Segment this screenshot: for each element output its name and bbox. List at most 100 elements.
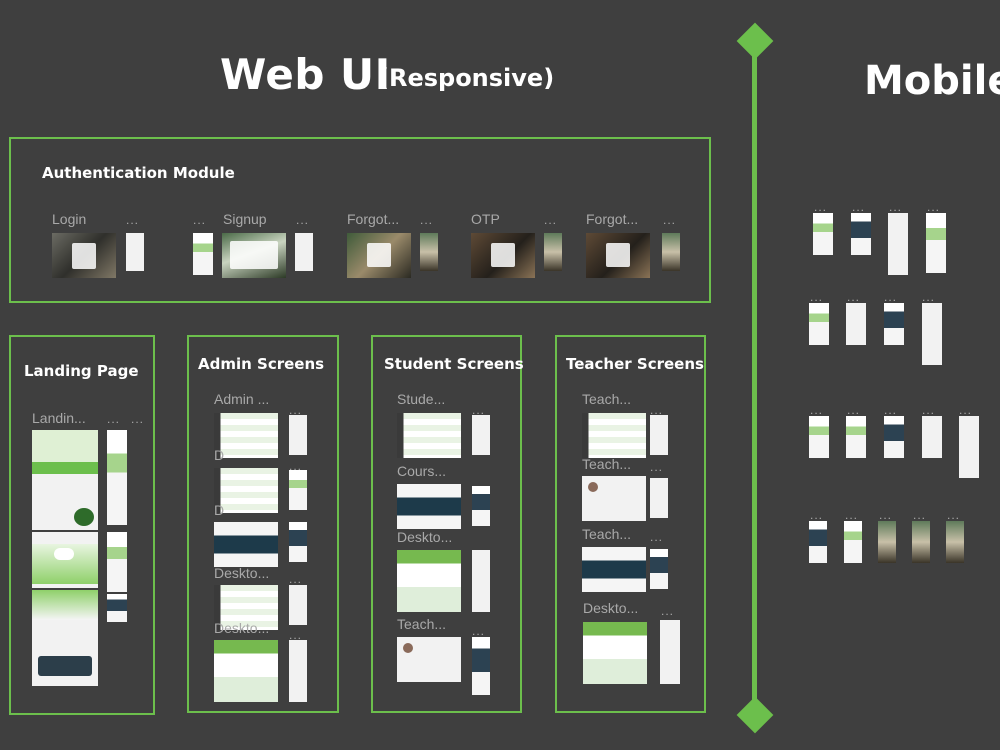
frame-label-landing[interactable]: Landin... bbox=[32, 410, 86, 426]
mobile-screen-thumbnail[interactable] bbox=[813, 213, 833, 255]
mobile-screen-thumbnail[interactable] bbox=[922, 303, 942, 365]
frame-label-more[interactable]: ... bbox=[650, 460, 664, 474]
frame-label-more[interactable]: ... bbox=[845, 508, 859, 522]
admin-reports-thumbnail[interactable] bbox=[214, 640, 278, 702]
frame-label-student[interactable]: Stude... bbox=[397, 391, 446, 407]
frame-label-more[interactable]: ... bbox=[847, 290, 861, 304]
otp-mobile-thumbnail[interactable] bbox=[544, 233, 562, 271]
student-courses-mobile-thumbnail[interactable] bbox=[472, 486, 490, 526]
frame-label-desktop-4[interactable]: Deskto... bbox=[214, 620, 270, 636]
admin-courses-mobile-thumbnail[interactable] bbox=[289, 522, 307, 562]
student-teacher-profile-mobile-thumbnail[interactable] bbox=[472, 637, 490, 695]
mobile-screen-thumbnail[interactable] bbox=[809, 303, 829, 345]
frame-label-more[interactable]: ... bbox=[661, 604, 675, 618]
frame-label-more[interactable]: ... bbox=[663, 213, 677, 227]
frame-label-forgot-password-2[interactable]: Forgot... bbox=[586, 211, 639, 227]
frame-label-admin[interactable]: Admin ... bbox=[214, 391, 270, 407]
admin-screens-section[interactable] bbox=[187, 335, 339, 713]
mobile-screen-thumbnail[interactable] bbox=[888, 213, 908, 275]
frame-label-more[interactable]: ... bbox=[810, 508, 824, 522]
landing-mobile-thumbnail[interactable] bbox=[107, 430, 127, 525]
frame-label-more[interactable]: ... bbox=[814, 200, 828, 214]
frame-label-forgot-password[interactable]: Forgot... bbox=[347, 211, 400, 227]
signup-desktop-thumbnail[interactable] bbox=[222, 233, 286, 278]
login-mobile-thumbnail[interactable] bbox=[126, 233, 144, 271]
signup-mobile-thumbnail[interactable] bbox=[193, 233, 213, 275]
teacher-grades-mobile-thumbnail[interactable] bbox=[660, 620, 680, 684]
landing-mobile-thumbnail-2[interactable] bbox=[107, 532, 127, 592]
teacher-dashboard-mobile-thumbnail[interactable] bbox=[650, 415, 668, 455]
frame-label-teacher[interactable]: Teach... bbox=[397, 616, 447, 632]
admin-users-mobile-thumbnail[interactable] bbox=[289, 585, 307, 625]
forgot-password-mobile-thumbnail-2[interactable] bbox=[662, 233, 680, 271]
frame-label-more[interactable]: ... bbox=[472, 403, 486, 417]
frame-label-more[interactable]: ... bbox=[131, 412, 145, 426]
frame-label-more[interactable]: ... bbox=[650, 530, 664, 544]
admin-dashboard-thumbnail[interactable] bbox=[214, 413, 278, 458]
frame-label-more[interactable]: ... bbox=[927, 200, 941, 214]
login-desktop-thumbnail[interactable] bbox=[52, 233, 116, 278]
student-dashboard-thumbnail[interactable] bbox=[397, 413, 461, 458]
frame-label-more[interactable]: ... bbox=[884, 290, 898, 304]
student-grades-mobile-thumbnail[interactable] bbox=[472, 550, 490, 612]
forgot-password-desktop-thumbnail-2[interactable] bbox=[586, 233, 650, 278]
landing-mobile-thumbnail-3[interactable] bbox=[107, 594, 127, 622]
frame-label-more[interactable]: ... bbox=[884, 403, 898, 417]
frame-label-more[interactable]: ... bbox=[650, 403, 664, 417]
frame-label-more[interactable]: ... bbox=[289, 459, 303, 473]
frame-label-more[interactable]: ... bbox=[544, 213, 558, 227]
mobile-screen-thumbnail[interactable] bbox=[846, 303, 866, 345]
otp-desktop-thumbnail[interactable] bbox=[471, 233, 535, 278]
frame-label-more[interactable]: ... bbox=[889, 200, 903, 214]
frame-label-desktop[interactable]: Deskto... bbox=[583, 600, 639, 616]
admin-screen-thumbnail[interactable] bbox=[214, 468, 278, 513]
student-dashboard-mobile-thumbnail[interactable] bbox=[472, 415, 490, 455]
authentication-module-section[interactable] bbox=[9, 137, 711, 303]
mobile-screen-thumbnail[interactable] bbox=[878, 521, 896, 563]
frame-label-more[interactable]: ... bbox=[289, 628, 303, 642]
frame-label-courses[interactable]: Cours... bbox=[397, 463, 447, 479]
frame-label-more[interactable]: ... bbox=[947, 508, 961, 522]
landing-desktop-thumbnail[interactable] bbox=[32, 430, 98, 530]
mobile-screen-thumbnail[interactable] bbox=[846, 416, 866, 458]
frame-label-more[interactable]: ... bbox=[922, 290, 936, 304]
landing-footer-thumbnail[interactable] bbox=[32, 590, 98, 686]
frame-label-teacher-2[interactable]: Teach... bbox=[582, 456, 632, 472]
forgot-password-mobile-thumbnail[interactable] bbox=[420, 233, 438, 271]
mobile-screen-thumbnail[interactable] bbox=[959, 416, 979, 478]
landing-hero-thumbnail[interactable] bbox=[32, 532, 98, 588]
teacher-screens-section[interactable] bbox=[555, 335, 706, 713]
teacher-dashboard-thumbnail[interactable] bbox=[582, 413, 646, 458]
forgot-password-desktop-thumbnail[interactable] bbox=[347, 233, 411, 278]
frame-label-more[interactable]: ... bbox=[193, 213, 207, 227]
teacher-profile-mobile-thumbnail[interactable] bbox=[650, 478, 668, 518]
admin-dashboard-mobile-thumbnail[interactable] bbox=[289, 415, 307, 455]
frame-label-more[interactable]: ... bbox=[472, 624, 486, 638]
teacher-courses-mobile-thumbnail[interactable] bbox=[650, 549, 668, 589]
mobile-screen-thumbnail[interactable] bbox=[851, 213, 871, 255]
frame-label-more[interactable]: ... bbox=[810, 290, 824, 304]
frame-label-more[interactable]: ... bbox=[959, 403, 973, 417]
frame-label-more[interactable]: ... bbox=[296, 213, 310, 227]
mobile-screen-thumbnail[interactable] bbox=[884, 303, 904, 345]
mobile-screen-thumbnail[interactable] bbox=[884, 416, 904, 458]
mobile-screen-thumbnail[interactable] bbox=[809, 416, 829, 458]
mobile-screen-thumbnail[interactable] bbox=[844, 521, 862, 563]
frame-label-more[interactable]: ... bbox=[847, 403, 861, 417]
landing-page-section[interactable] bbox=[9, 335, 155, 715]
frame-label-teacher-3[interactable]: Teach... bbox=[582, 526, 632, 542]
frame-label-more[interactable]: ... bbox=[810, 403, 824, 417]
frame-label-desktop-2[interactable]: D bbox=[214, 502, 225, 518]
teacher-grades-thumbnail[interactable] bbox=[583, 622, 647, 684]
frame-label-more[interactable]: ... bbox=[852, 200, 866, 214]
frame-label-more[interactable]: ... bbox=[107, 412, 121, 426]
teacher-profile-thumbnail[interactable] bbox=[582, 476, 646, 521]
student-teacher-profile-thumbnail[interactable] bbox=[397, 637, 461, 682]
admin-screen-mobile-thumbnail[interactable] bbox=[289, 470, 307, 510]
mobile-screen-thumbnail[interactable] bbox=[946, 521, 964, 563]
mobile-screen-thumbnail[interactable] bbox=[809, 521, 827, 563]
frame-label-signup[interactable]: Signup bbox=[223, 211, 267, 227]
mobile-screen-thumbnail[interactable] bbox=[912, 521, 930, 563]
frame-label-more[interactable]: ... bbox=[879, 508, 893, 522]
frame-label-more[interactable]: ... bbox=[420, 213, 434, 227]
